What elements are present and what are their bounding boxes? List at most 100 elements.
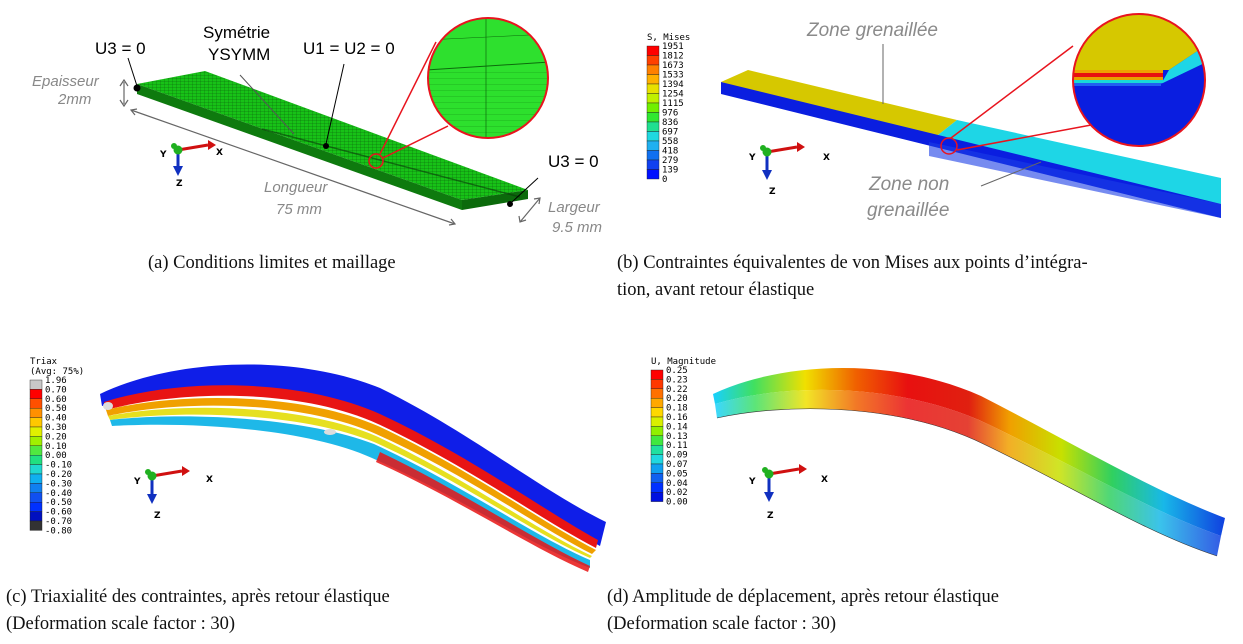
- label-unpeened-2: grenaillée: [867, 200, 949, 221]
- legend-c-tick-label: -0.70: [45, 517, 72, 527]
- zoom-detail-b: [1073, 14, 1205, 146]
- caption-a-line: (a) Conditions limites et maillage: [148, 253, 396, 273]
- von-mises-figure: S, Mises 1951181216731533139412541115976…: [646, 13, 1221, 221]
- bc-point-middle: [323, 143, 329, 149]
- legend-title-b: S, Mises: [647, 33, 690, 43]
- axis-z-label: Z: [767, 511, 774, 521]
- peened-zone-top: [721, 70, 957, 142]
- legend-b-swatch: [646, 150, 660, 161]
- legend-d-swatch: [650, 491, 664, 502]
- legend-c-tick-label: 0.30: [45, 423, 67, 433]
- legend-b-swatch: [646, 112, 660, 123]
- legend-b-swatch: [646, 102, 660, 113]
- legend-b-tick-label: 1115: [662, 99, 684, 109]
- legend-b-swatch: [646, 93, 660, 104]
- legend-b-swatch: [646, 121, 660, 132]
- legend-d-tick-label: 0.05: [666, 469, 688, 479]
- legend-b-tick-label: 279: [662, 156, 678, 166]
- legend-b-swatch: [646, 64, 660, 75]
- legend-b-tick-label: 1673: [662, 61, 684, 71]
- legend-d-tick-label: 0.09: [666, 451, 688, 461]
- panel-boundary-conditions: X Y Z U3 = 0 Symétrie YSYMM U1 = U2 = 0 …: [0, 0, 621, 322]
- legend-d-swatch: [650, 407, 664, 418]
- bc-point-left: [133, 84, 141, 92]
- legend-c-swatch: [29, 426, 43, 437]
- legend-c-swatch: [29, 464, 43, 475]
- legend-c-tick-label: -0.10: [45, 461, 72, 471]
- legend-d-swatch: [650, 388, 664, 399]
- label-length-2: 75 mm: [276, 201, 322, 218]
- mesh-figure: X Y Z U3 = 0 Symétrie YSYMM U1 = U2 = 0 …: [32, 17, 602, 236]
- legend-d-tick-label: 0.02: [666, 488, 688, 498]
- label-symmetry-1: Symétrie: [203, 23, 270, 42]
- legend-b-tick-label: 697: [662, 128, 678, 138]
- axis-y-label: Y: [748, 153, 756, 163]
- legend-c-tick-label: -0.80: [45, 526, 72, 536]
- label-peened-zone: Zone grenaillée: [806, 20, 938, 41]
- legend-b-swatch: [646, 45, 660, 56]
- legend-c-swatch: [29, 436, 43, 447]
- label-thickness-2: 2mm: [57, 91, 91, 108]
- label-unpeened-1: Zone non: [868, 174, 949, 195]
- legend-c-tick-label: 0.20: [45, 432, 67, 442]
- legend-c-swatch: [29, 511, 43, 522]
- legend-c-swatch: [29, 492, 43, 503]
- bc-point-right: [507, 201, 513, 207]
- legend-b-tick-label: 418: [662, 147, 678, 157]
- legend-c-swatch: [29, 483, 43, 493]
- legend-d-tick-label: 0.22: [666, 385, 688, 395]
- legend-c-tick-label: -0.40: [45, 489, 72, 499]
- legend-d-tick-label: 0.11: [666, 441, 688, 451]
- axis-z-label: Z: [769, 187, 776, 197]
- axis-x-label: X: [823, 153, 830, 163]
- legend-b-tick-label: 558: [662, 137, 678, 147]
- plate-top-face: [137, 71, 528, 200]
- axis-x-label: X: [216, 148, 223, 158]
- legend-b-tick-label: 0: [662, 175, 667, 185]
- axis-z-label: Z: [154, 511, 161, 521]
- zoom-callout-large: [427, 17, 549, 139]
- legend-b-tick-label: 836: [662, 118, 678, 128]
- legend-c-swatch: [29, 417, 43, 428]
- legend-b-swatch: [646, 169, 660, 180]
- legend-b-swatch: [646, 74, 660, 85]
- legend-d-swatch: [650, 379, 664, 390]
- legend-c-tick-label: 0.10: [45, 442, 67, 452]
- legend-d-tick-label: 0.20: [666, 394, 688, 404]
- legend-c-swatch: [29, 520, 43, 531]
- caption-d: (d) Amplitude de déplacement, après reto…: [607, 584, 999, 638]
- axis-z-label: Z: [176, 179, 183, 189]
- axis-x-label: X: [821, 475, 828, 485]
- legend-d-swatch: [650, 463, 664, 474]
- legend-d-swatch: [650, 426, 664, 437]
- legend-d-swatch: [650, 369, 664, 380]
- caption-c-line-2: (Deformation scale factor : 30): [6, 614, 236, 634]
- legend-c-tick-label: -0.30: [45, 479, 72, 489]
- legend-b-swatch: [646, 159, 660, 170]
- axis-y-label: Y: [748, 477, 756, 487]
- legend-b-tick-label: 976: [662, 109, 678, 119]
- axis-triad: X Y Z: [159, 140, 223, 189]
- caption-d-line-1: (d) Amplitude de déplacement, après reto…: [607, 587, 999, 607]
- axis-triad: X Y Z: [133, 466, 213, 521]
- label-u3-left: U3 = 0: [95, 39, 146, 58]
- caption-c-line-1: (c) Triaxialité des contraintes, après r…: [6, 587, 390, 607]
- triaxiality-figure: Triax (Avg: 75%) 1.960.700.600.500.400.3…: [29, 357, 606, 572]
- beam-top-surface: [100, 364, 606, 546]
- legend-c-swatch: [29, 407, 43, 418]
- axis-y-label: Y: [133, 477, 141, 487]
- legend-d-tick-label: 0.13: [666, 432, 688, 442]
- label-u1-u2: U1 = U2 = 0: [303, 39, 395, 58]
- legend-c-tick-label: -0.20: [45, 470, 72, 480]
- beam-side-surface: [715, 389, 1221, 556]
- legend-d-tick-label: 0.07: [666, 460, 688, 470]
- legend-c-swatch: [29, 501, 43, 512]
- legend-d-swatch: [650, 444, 664, 455]
- legend-c-tick-label: 0.40: [45, 414, 67, 424]
- legend-b-tick-label: 1533: [662, 71, 684, 81]
- axis-triad: X Y Z: [748, 464, 828, 521]
- legend-c-tick-label: 0.70: [45, 385, 67, 395]
